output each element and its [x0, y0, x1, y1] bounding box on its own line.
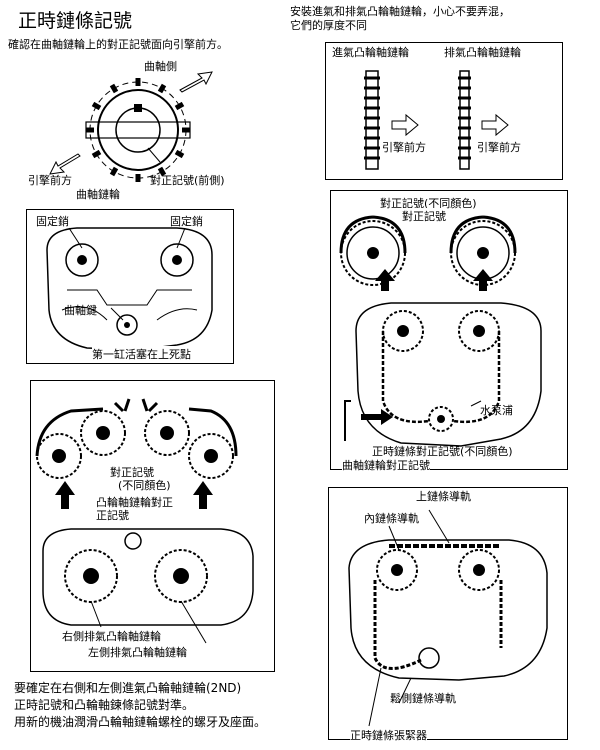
fig5-cam-mark-line2-label: 正記號 [96, 509, 129, 522]
crank-sprocket-drawing [49, 71, 213, 182]
fig5-mark-line1-label: 對正記號 [110, 466, 154, 479]
fig4-mark-diff-color-label: 對正記號(不同顏色) [380, 195, 477, 211]
chain-guides-drawing [348, 509, 548, 727]
fig6-tensioner-label: 正時鏈條張緊器 [350, 727, 427, 743]
top-right-note-line1: 安裝進氣和排氣凸輪軸鏈輪，小心不要弄混， [290, 5, 510, 18]
bottom-note-line3: 用新的機油潤滑凸輪軸鏈輪螺栓的螺牙及座面。 [14, 715, 267, 729]
fig2-dowel-right-label: 固定銷 [170, 215, 203, 228]
fig4-water-pump-label: 水泵浦 [480, 404, 513, 417]
fig3-front-right-label: 引擎前方 [477, 141, 521, 154]
fig4-mark-label: 對正記號 [402, 208, 446, 224]
fig2-tdc-label: 第一缸活塞在上死點 [92, 346, 191, 362]
bottom-note: 要確定在右側和左側進氣凸輪軸鏈輪(2ND) 正時記號和凸輪軸鍊條記號對準。 用新… [14, 680, 266, 731]
fig1-engine-front-label: 引擎前方 [28, 174, 72, 187]
chain-alignment-figure [330, 190, 568, 470]
bottom-note-line2: 正時記號和凸輪軸鍊條記號對準。 [14, 698, 195, 712]
tdc-figure [26, 209, 234, 364]
fig5-cam-mark-line1-label: 凸輪軸鏈輪對正 [96, 496, 173, 509]
tdc-drawing [46, 227, 213, 351]
fig1-timing-mark-label: 對正記號(前側) [150, 174, 225, 187]
fig6-slack-guide-label: 鬆側鏈條導軌 [390, 692, 456, 705]
fig2-dowel-left-label: 固定銷 [36, 215, 69, 228]
fig4-crank-sprocket-mark-label: 曲軸鏈輪對正記號 [342, 457, 430, 473]
crank-sprocket-figure [20, 52, 265, 202]
fig3-intake-label: 進氣凸輪軸鏈輪 [332, 46, 409, 59]
exhaust-sprockets-figure [30, 380, 275, 672]
fig3-front-left-label: 引擎前方 [382, 141, 426, 154]
fig6-upper-guide-label: 上鏈條導軌 [416, 490, 471, 503]
exhaust-sprockets-drawing [35, 398, 254, 644]
fig5-left-exhaust-label: 左側排氣凸輪軸鏈輪 [88, 646, 187, 659]
fig2-crank-key-label: 曲軸鍵 [64, 304, 97, 317]
cam-sprockets-drawing [364, 70, 509, 170]
fig6-inner-guide-label: 內鏈條導軌 [364, 512, 419, 525]
page-title: 正時鏈條記號 [18, 10, 133, 32]
fig4-chain-mark-label: 正時鏈條對正記號(不同顏色) [372, 445, 513, 458]
fig5-right-exhaust-label: 右側排氣凸輪軸鏈輪 [62, 630, 161, 643]
chain-alignment-drawing [339, 215, 542, 447]
bottom-note-line1: 要確定在右側和左側進氣凸輪軸鏈輪(2ND) [14, 681, 242, 695]
cam-sprockets-figure [325, 42, 563, 180]
fig1-crank-sprocket-label: 曲軸鏈輪 [76, 188, 120, 201]
fig3-exhaust-label: 排氣凸輪軸鏈輪 [444, 46, 521, 59]
fig1-crank-side-label: 曲軸側 [144, 60, 177, 73]
intro-text: 確認在曲軸鏈輪上的對正記號面向引擎前方。 [8, 38, 228, 51]
top-right-note-line2: 它們的厚度不同 [290, 19, 367, 32]
chain-guides-figure [328, 487, 568, 740]
fig5-mark-line2-label: (不同顏色) [118, 479, 171, 492]
